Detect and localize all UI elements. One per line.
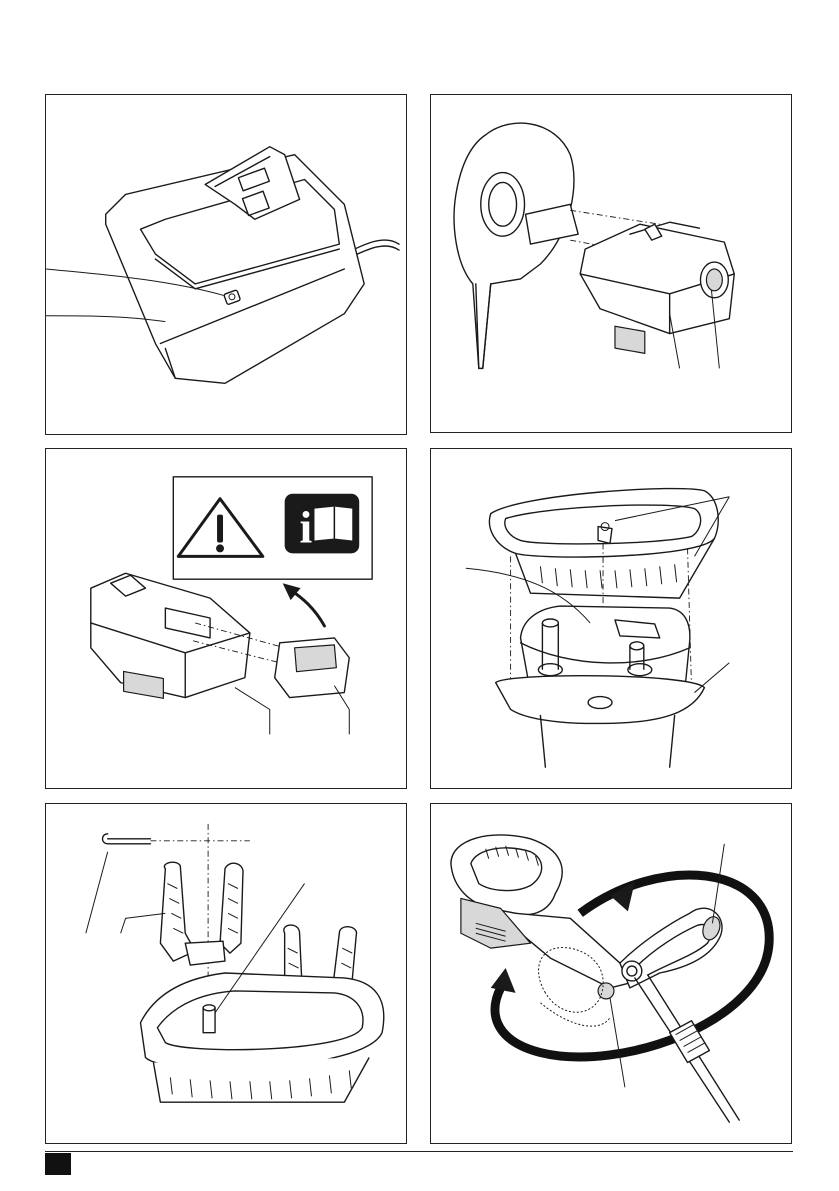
svg-text:i: i [300,501,313,552]
page-number-badge [45,1153,71,1175]
battery-warning-label-illustration: i [46,449,406,788]
figure-battery-insert [430,94,792,433]
read-manual-icon: i [285,494,360,554]
spool-blade-assembly-illustration [46,804,406,1143]
battery-insertion-illustration [431,95,791,432]
figure-spool-cover [430,448,792,789]
figure-battery-warning: i [45,448,407,789]
cover-vents [540,564,676,588]
handle-rotation-illustration [431,804,791,1143]
figure-handle-rotation [430,803,792,1144]
figure-charger [45,94,407,435]
figure-spool-blades [45,803,407,1144]
battery-charger-illustration [46,95,406,434]
footer-rule [45,1151,793,1152]
spool-cover-illustration [431,449,791,788]
